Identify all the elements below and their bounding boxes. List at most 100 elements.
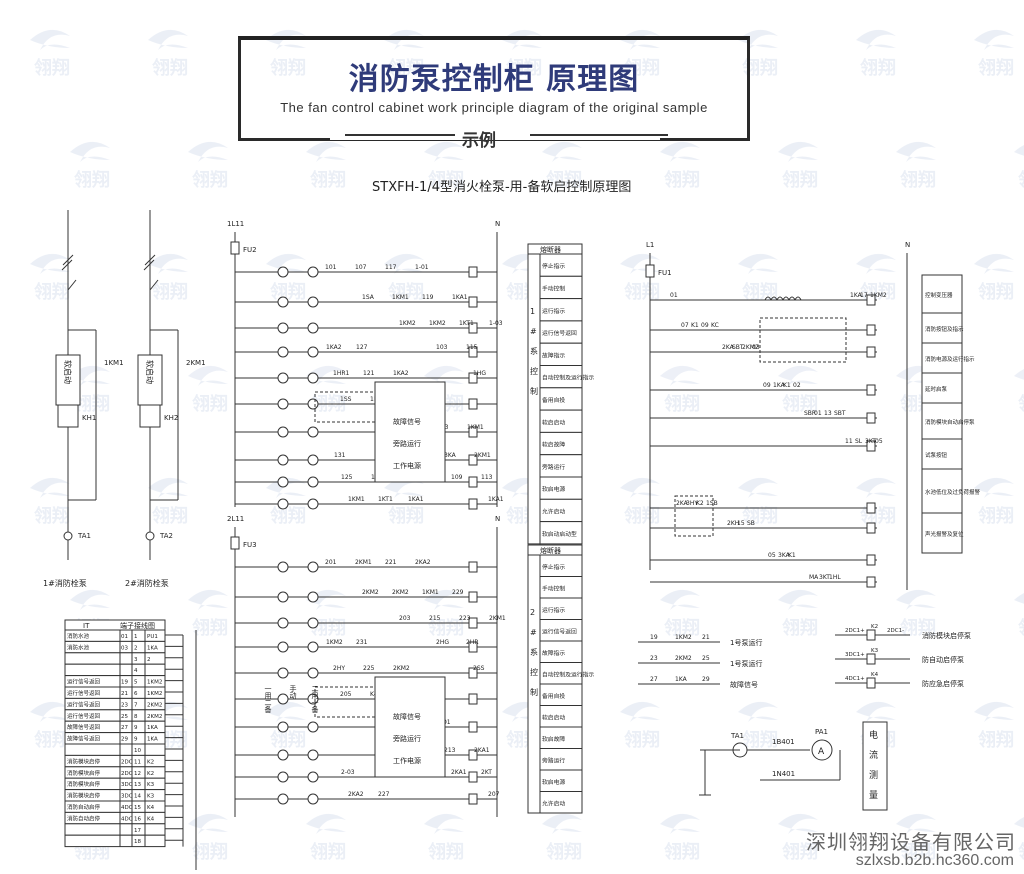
watermark-text: 翎翔 (34, 57, 70, 79)
table-cell: 运行信号返回 (67, 700, 101, 708)
watermark-swirl-icon (502, 253, 542, 274)
remote-relay (866, 677, 876, 689)
watermark-swirl-icon (502, 701, 542, 722)
table-cell: 15 (134, 805, 141, 811)
badge-right-line (530, 134, 668, 136)
remote-relay (866, 653, 876, 665)
watermark-text: 翎翔 (978, 57, 1014, 79)
watermark-logo: 翎翔 (1014, 817, 1024, 863)
watermark-swirl-icon (148, 253, 188, 274)
table-cell: 运行信号返回 (67, 689, 101, 697)
ctrl2-relay-coil (468, 749, 478, 761)
right-relay-coil (866, 554, 876, 566)
watermark-swirl-icon (30, 253, 70, 274)
ctrl1-wire-label: 1-03 (489, 320, 503, 327)
ctrl1-selector-terminal (307, 498, 319, 510)
watermark-swirl-icon (1014, 817, 1024, 834)
right-legend-label: 水池低位及过负荷报警 (925, 488, 981, 496)
table-cell: 消防模块启停 (67, 780, 101, 788)
thermal-relay-box (139, 404, 161, 428)
watermark-logo: 翎翔 (974, 477, 1014, 527)
table-cell: K2 (147, 759, 154, 765)
ctrl1-wire-label: 103 (436, 344, 448, 351)
legend1-side-label: 系 (530, 346, 538, 356)
watermark-text: 翎翔 (742, 57, 778, 79)
ctrl1-wire-label: 1KM2 (429, 320, 446, 327)
table-cell: 29 (121, 737, 128, 743)
watermark-text: 翎翔 (428, 841, 464, 863)
remote-relay-label: K4 (871, 672, 879, 678)
ct-meter-label: TA1 (730, 732, 744, 740)
transformer-coil (764, 296, 772, 301)
watermark-text: 翎翔 (546, 169, 582, 191)
watermark-logo: 翎翔 (778, 141, 818, 191)
switch-contact (67, 279, 77, 291)
watermark-text: 翎翔 (624, 281, 660, 303)
legend1-side-label: 1 (530, 307, 535, 316)
right-wire-label: 2KA (722, 344, 735, 351)
table-cell: 消防自动启停 (67, 814, 101, 822)
right-legend-box (921, 512, 963, 554)
ctrl1-relay-coil (468, 266, 478, 278)
dashed-button-box (759, 317, 847, 363)
ctrl2-selector-terminal (277, 617, 289, 629)
ctrl2-selector-terminal (307, 667, 319, 679)
right-wire-label: 11 (845, 438, 853, 445)
ctrl1-wire-label: 101 (325, 264, 337, 271)
table-cell: 14 (134, 794, 141, 800)
ctrl1-wire-label: 1HG (473, 370, 486, 377)
right-wire-label: MA (809, 574, 819, 581)
table-cell: 2KM2 (147, 714, 162, 720)
current-measure-label: 量 (869, 790, 878, 801)
signal-node: 25 (702, 655, 710, 662)
ctrl2-selector-terminal (277, 667, 289, 679)
current-measure-label: 流 (869, 749, 878, 761)
watermark-text: 翎翔 (900, 169, 936, 191)
right-legend-box (921, 438, 963, 470)
table-cell: 19 (121, 680, 128, 686)
watermark-text: 翎翔 (74, 169, 110, 191)
table-cell: 12 (134, 771, 141, 777)
watermark-text: 翎翔 (900, 617, 936, 639)
watermark-text: 翎翔 (74, 393, 110, 415)
watermark-swirl-icon (896, 589, 936, 610)
right-relay-coil (866, 576, 876, 588)
watermark-swirl-icon (620, 253, 660, 274)
watermark-text: 翎翔 (624, 505, 660, 527)
watermark-logo: 翎翔 (266, 29, 306, 79)
ctrl2-controller-module (374, 676, 446, 778)
soft-starter-label: 软启动 (63, 360, 73, 384)
breaker-mark (143, 259, 155, 271)
ctrl2-wire-label: 2KA2 (348, 791, 364, 798)
ctrl2-fuse (230, 536, 240, 550)
legend2-header-label: 熔断器 (540, 546, 561, 555)
legend2-item-label: 运行指示 (542, 606, 565, 614)
legend2-item-label: 停止指示 (542, 563, 565, 571)
remote-text: 防应急启停泵 (922, 679, 964, 688)
transformer-coil (788, 296, 796, 301)
watermark-swirl-icon (306, 813, 346, 834)
ctrl2-relay-coil (468, 793, 478, 805)
legend2-item-label: 软启电源 (542, 778, 565, 786)
ctrl2-wire-label: 2KM2 (392, 589, 409, 596)
table-cell: 消防模块启停 (67, 769, 101, 777)
right-wire-label: SBT (834, 410, 846, 417)
soft-starter-box (55, 354, 81, 406)
watermark-swirl-icon (424, 365, 464, 386)
watermark-logo: 翎翔 (542, 813, 582, 863)
legend1-side-label: 控 (530, 366, 538, 376)
watermark-logo: 翎翔 (856, 29, 896, 79)
ctrl2-selector-terminal (277, 561, 289, 573)
ctrl2-source-label: 2L11 (227, 515, 244, 523)
table-cell: 23 (121, 702, 128, 708)
watermark-text: 翎翔 (782, 169, 818, 191)
contactor-label: 2KM1 (186, 359, 206, 367)
ctrl2-relay-coil (468, 721, 478, 733)
table-row (64, 834, 166, 848)
table-cell: 6 (134, 691, 138, 697)
ctrl1-selector-terminal (277, 322, 289, 334)
watermark-logo: 翎翔 (306, 813, 346, 863)
ctrl1-wire-label: 1KA1 (452, 294, 468, 301)
legend2-item-label: 故障指示 (542, 649, 565, 657)
watermark-swirl-icon (896, 365, 936, 386)
